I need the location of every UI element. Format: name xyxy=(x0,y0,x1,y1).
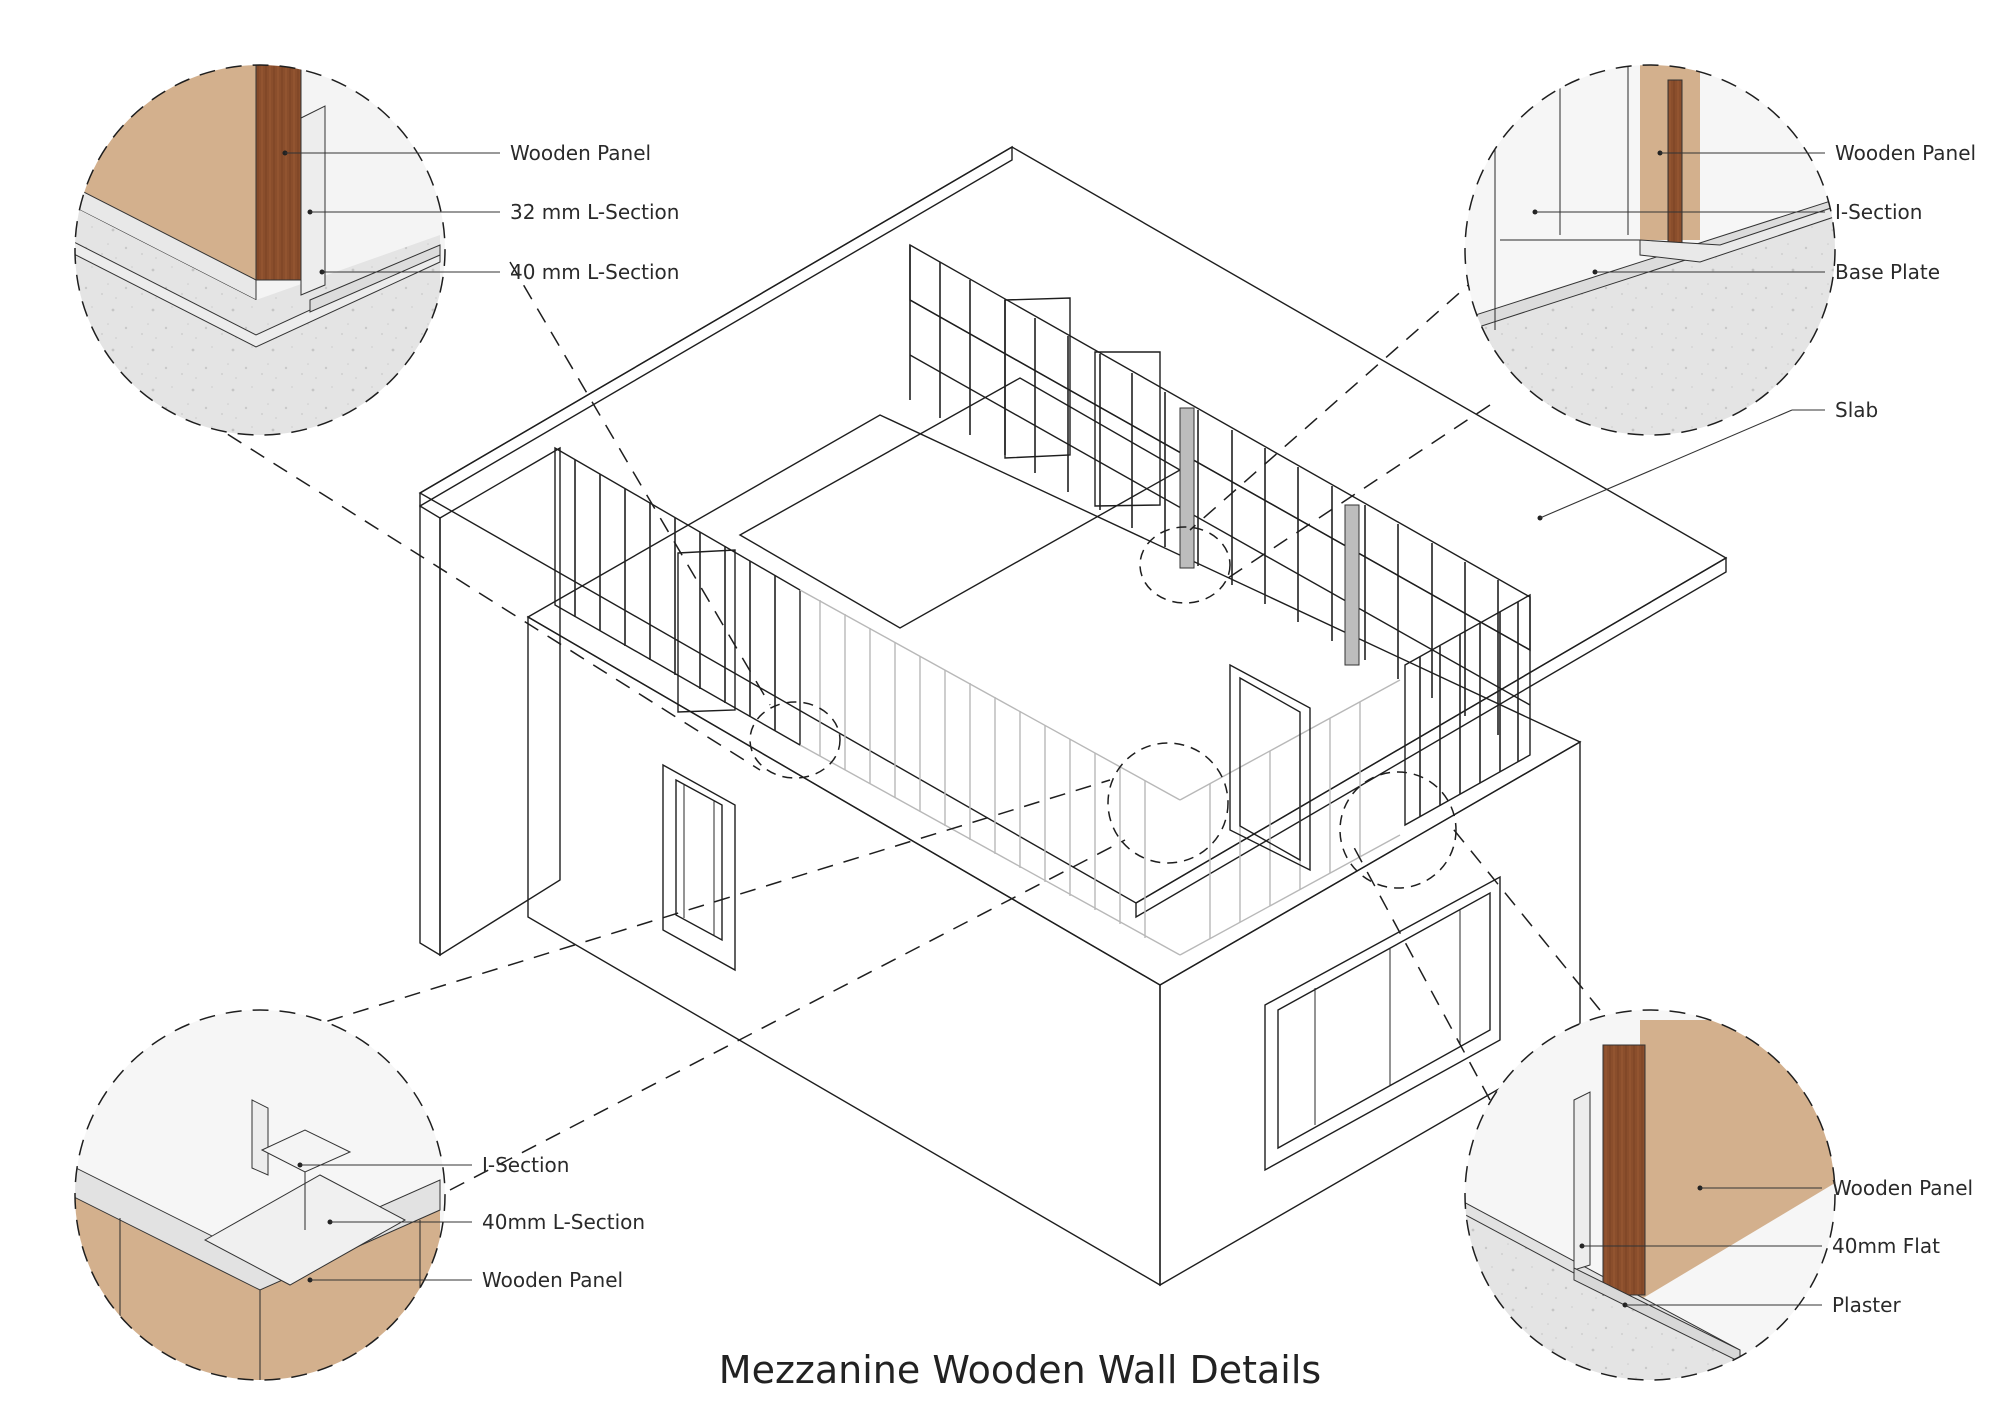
back-wall-panels xyxy=(909,243,1531,735)
label-bl-wooden-panel: Wooden Panel xyxy=(482,1268,623,1292)
callouts-top-left: Wooden Panel 32 mm L-Section 40 mm L-Sec… xyxy=(282,141,679,284)
isometric-building xyxy=(418,145,1728,1287)
callouts-bottom-right: Wooden Panel 40mm Flat Plaster xyxy=(1579,1176,1973,1317)
connector-lines xyxy=(204,221,1601,1191)
label-br-40mm-flat: 40mm Flat xyxy=(1832,1234,1940,1258)
label-tr-i-section: I-Section xyxy=(1835,200,1922,224)
label-br-wooden-panel: Wooden Panel xyxy=(1832,1176,1973,1200)
label-tl-40mm-l-section: 40 mm L-Section xyxy=(510,260,679,284)
window-right xyxy=(1264,875,1501,1172)
right-wall-panels xyxy=(1404,593,1531,827)
label-br-plaster: Plaster xyxy=(1832,1293,1901,1317)
label-tl-wooden-panel: Wooden Panel xyxy=(510,141,651,165)
left-wall xyxy=(419,504,441,957)
left-wall-panels xyxy=(554,446,801,747)
diagram-title: Mezzanine Wooden Wall Details xyxy=(719,1348,1321,1392)
label-bl-40mm-l-section: 40mm L-Section xyxy=(482,1210,645,1234)
label-bl-i-section: I-Section xyxy=(482,1153,569,1177)
lower-box-top xyxy=(526,414,1582,986)
callouts-top-right: Wooden Panel I-Section Base Plate Slab xyxy=(1532,141,1976,521)
label-tl-32mm-l-section: 32 mm L-Section xyxy=(510,200,679,224)
callouts-bottom-left: I-Section 40mm L-Section Wooden Panel xyxy=(297,1153,645,1292)
lower-box-left-face xyxy=(527,615,1161,1287)
label-tr-base-plate: Base Plate xyxy=(1835,260,1940,284)
detail-bottom-right xyxy=(1464,1009,1836,1381)
front-railing xyxy=(799,589,1401,956)
label-tr-slab: Slab xyxy=(1835,398,1878,422)
slab-edge xyxy=(419,145,1013,508)
detail-bottom-left xyxy=(74,1009,446,1381)
label-tr-wooden-panel: Wooden Panel xyxy=(1835,141,1976,165)
window-left xyxy=(662,763,736,972)
detail-top-right xyxy=(1464,64,1836,436)
detail-top-left xyxy=(74,64,446,436)
